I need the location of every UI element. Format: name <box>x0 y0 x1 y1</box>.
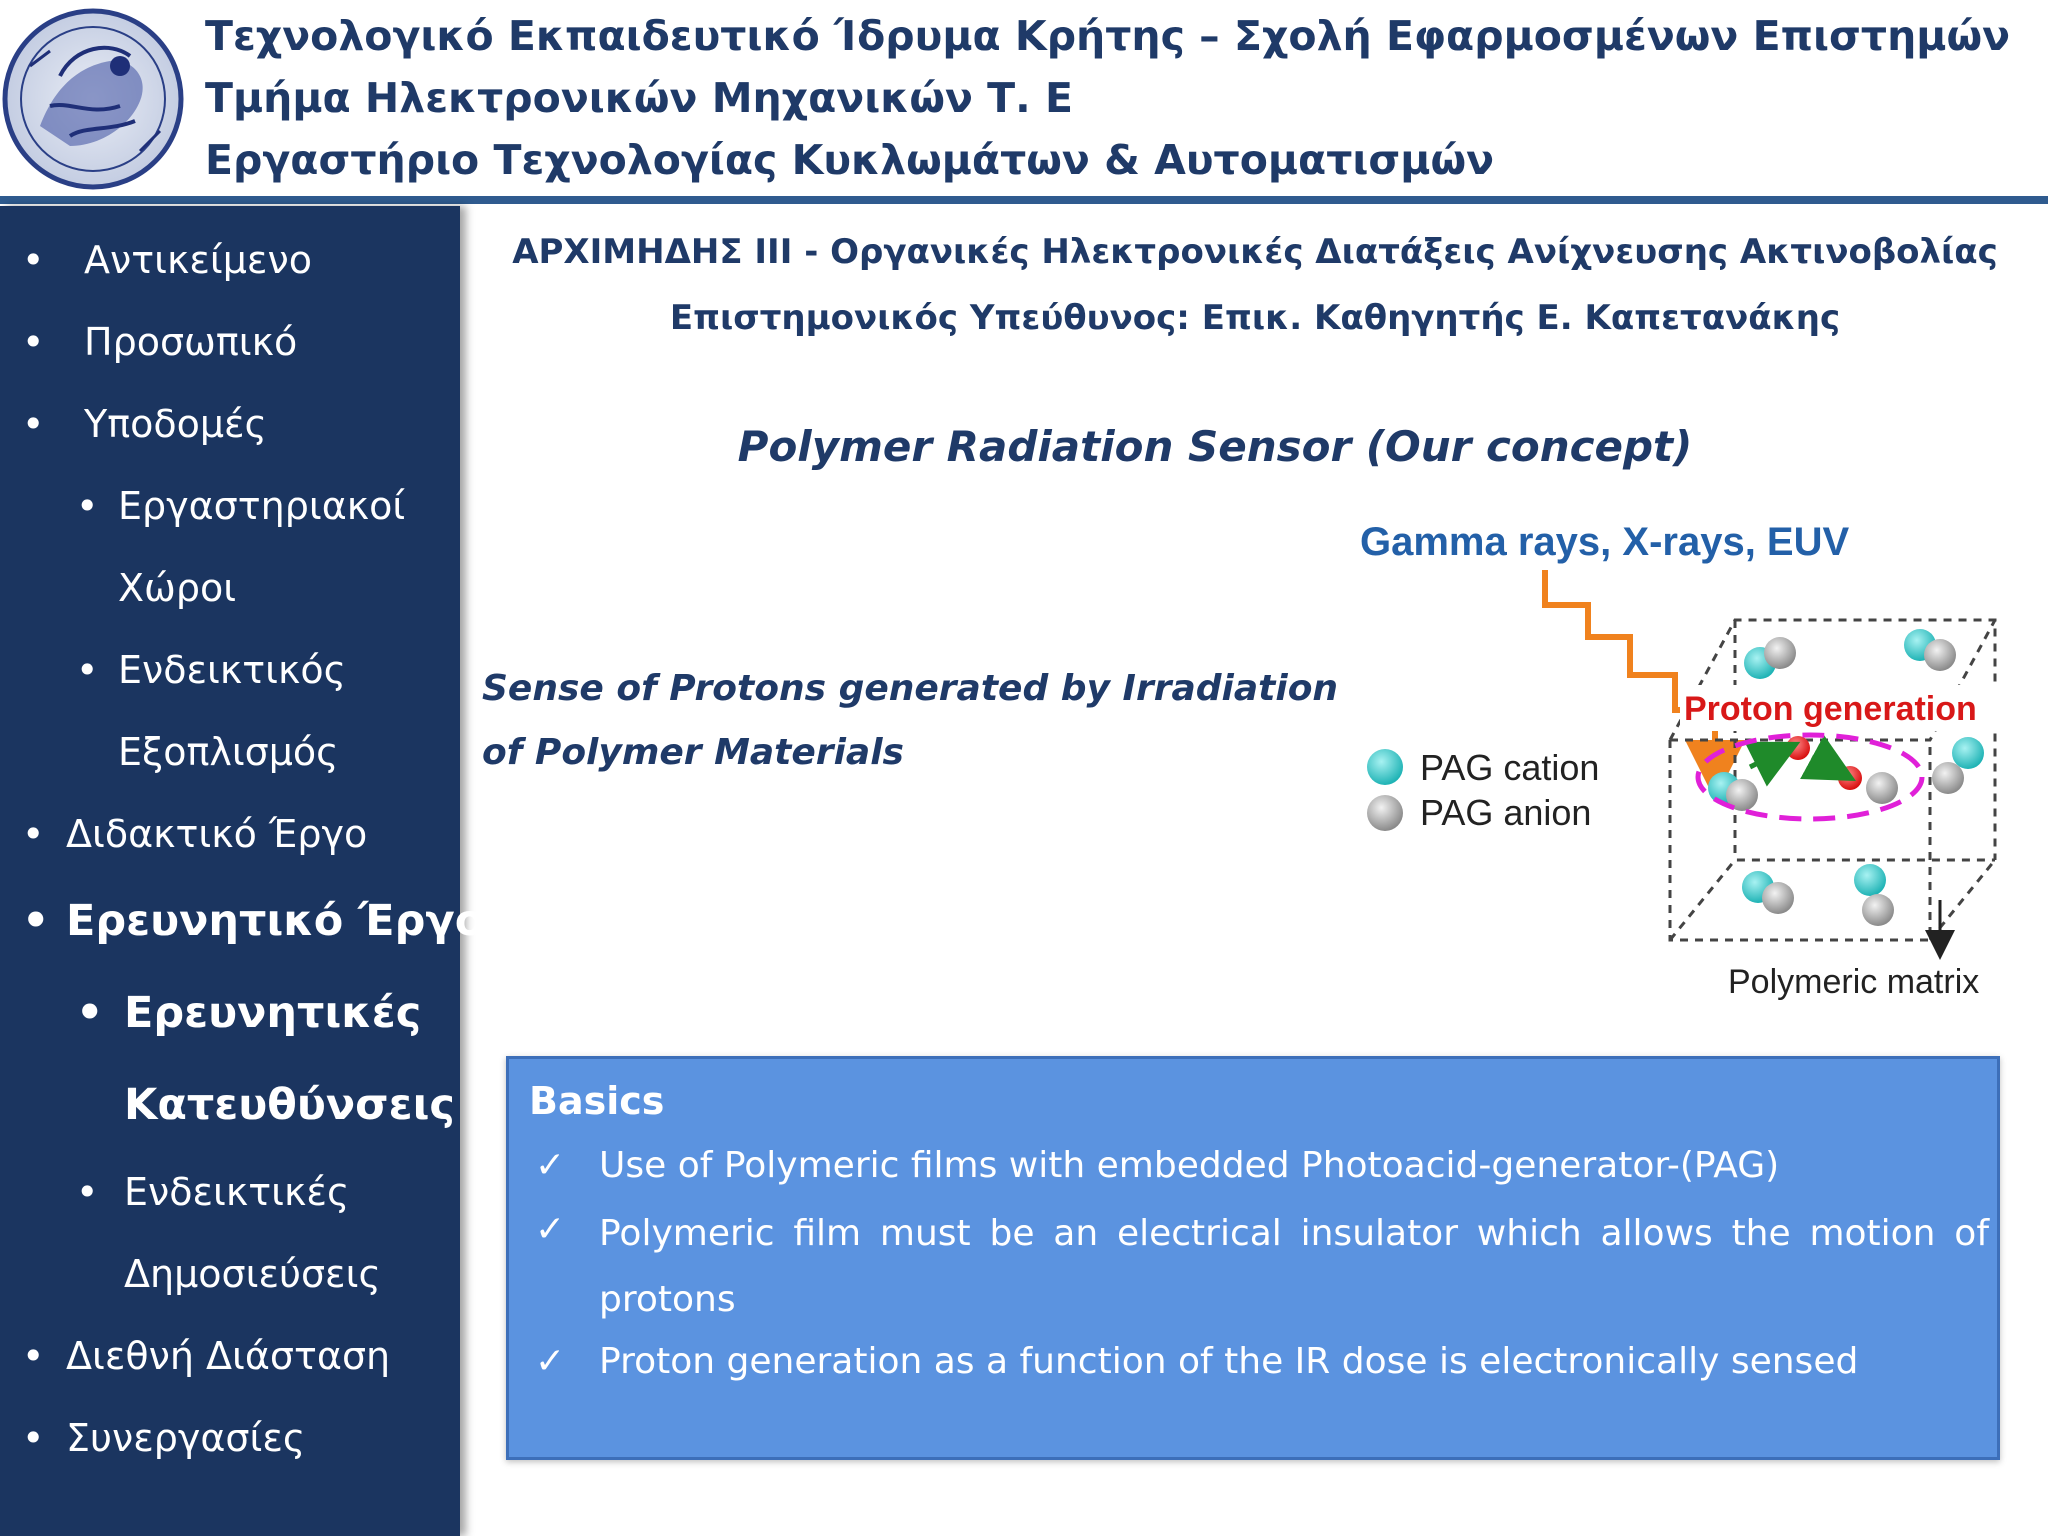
basics-item-text: Use of Polymeric films with embedded Pho… <box>599 1145 1780 1186</box>
sidebar-item-label-cont: Χώροι <box>118 566 237 610</box>
bullet-icon: • <box>76 648 99 692</box>
proton-arrow <box>1800 735 1856 781</box>
proton-arrow <box>1744 741 1801 787</box>
sidebar-item-label: Ερευνητικές <box>124 988 422 1038</box>
bullet-icon: • <box>22 812 45 856</box>
bullet-icon: • <box>76 1170 99 1214</box>
cation-legend-icon <box>1367 749 1403 785</box>
check-icon: ✓ <box>535 1209 566 1250</box>
bullet-icon: • <box>22 238 45 282</box>
sidebar-item-label-cont: Δημοσιεύσεις <box>124 1252 381 1296</box>
institution-name: Τεχνολογικό Εκπαιδευτικό Ίδρυμα Κρήτης –… <box>205 12 2011 60</box>
sensor-concept-diagram: Gamma rays, X-rays, EUV Proton generatio… <box>1360 520 2020 1001</box>
bullet-icon: • <box>76 988 104 1038</box>
sidebar-nav: • Αντικείμενο • Προσωπικό • Υποδομές • Ε… <box>0 206 484 1536</box>
proton-region <box>1695 732 1925 822</box>
check-icon: ✓ <box>535 1341 566 1382</box>
sense-text-line2: of Polymer Materials <box>482 732 904 773</box>
bullet-icon: • <box>22 896 50 946</box>
bullet-icon: • <box>22 1416 45 1460</box>
pag-cation-label: PAG cation <box>1420 747 1599 788</box>
sidebar-item-label: Ενδεικτικός <box>118 648 346 692</box>
project-lead: Επιστημονικός Υπεύθυνος: Επικ. Καθηγητής… <box>669 298 1841 338</box>
basics-box: Basics ✓ Use of Polymeric films with emb… <box>506 1056 2000 1460</box>
sidebar-item-label: Διδακτικό Έργο <box>66 812 368 856</box>
polymeric-matrix-label: Polymeric matrix <box>1728 963 1979 1001</box>
proton-generation-label: Proton generation <box>1684 690 1977 728</box>
anion-legend-icon <box>1367 795 1403 831</box>
rays-label: Gamma rays, X-rays, EUV <box>1360 520 1849 564</box>
page-header: Τεχνολογικό Εκπαιδευτικό Ίδρυμα Κρήτης –… <box>0 0 2048 204</box>
sidebar-item-label: Αντικείμενο <box>84 238 312 282</box>
bullet-icon: • <box>22 1334 45 1378</box>
project-title: ΑΡΧΙΜΗΔΗΣ ΙΙΙ - Οργανικές Ηλεκτρονικές Δ… <box>512 232 1998 272</box>
basics-item-text: Polymeric film must be an electrical ins… <box>599 1213 1989 1320</box>
sidebar-item-label: Συνεργασίες <box>66 1416 306 1460</box>
sidebar-item-label: Ερευνητικό Έργο <box>66 896 485 946</box>
pag-anion-label: PAG anion <box>1420 792 1591 833</box>
sidebar-item-label: Ενδεικτικές <box>124 1170 350 1214</box>
sidebar-item-label-cont: Κατευθύνσεις <box>124 1080 455 1130</box>
check-icon: ✓ <box>535 1145 566 1186</box>
sidebar-item-label: Διεθνή Διάσταση <box>66 1334 391 1378</box>
basics-title: Basics <box>529 1079 665 1123</box>
particles <box>1708 629 1984 926</box>
bullet-icon: • <box>22 320 45 364</box>
concept-title: Polymer Radiation Sensor (Our concept) <box>737 422 1693 471</box>
bullet-icon: • <box>76 484 99 528</box>
sidebar-item-label-cont: Εξοπλισμός <box>118 730 339 774</box>
sidebar-item-label: Εργαστηριακοί <box>118 484 406 528</box>
basics-item-text: Proton generation as a function of the I… <box>599 1341 1859 1382</box>
university-seal-icon <box>2 8 184 190</box>
laboratory-name: Εργαστήριο Τεχνολογίας Κυκλωμάτων & Αυτο… <box>205 136 1495 184</box>
sidebar-item-label: Προσωπικό <box>84 320 298 364</box>
bullet-icon: • <box>22 402 45 446</box>
sense-text-line1: Sense of Protons generated by Irradiatio… <box>482 668 1339 709</box>
sidebar-item-label: Υποδομές <box>84 402 267 446</box>
department-name: Τμήμα Ηλεκτρονικών Μηχανικών Τ. Ε <box>205 74 1073 122</box>
header-divider <box>0 196 2048 204</box>
